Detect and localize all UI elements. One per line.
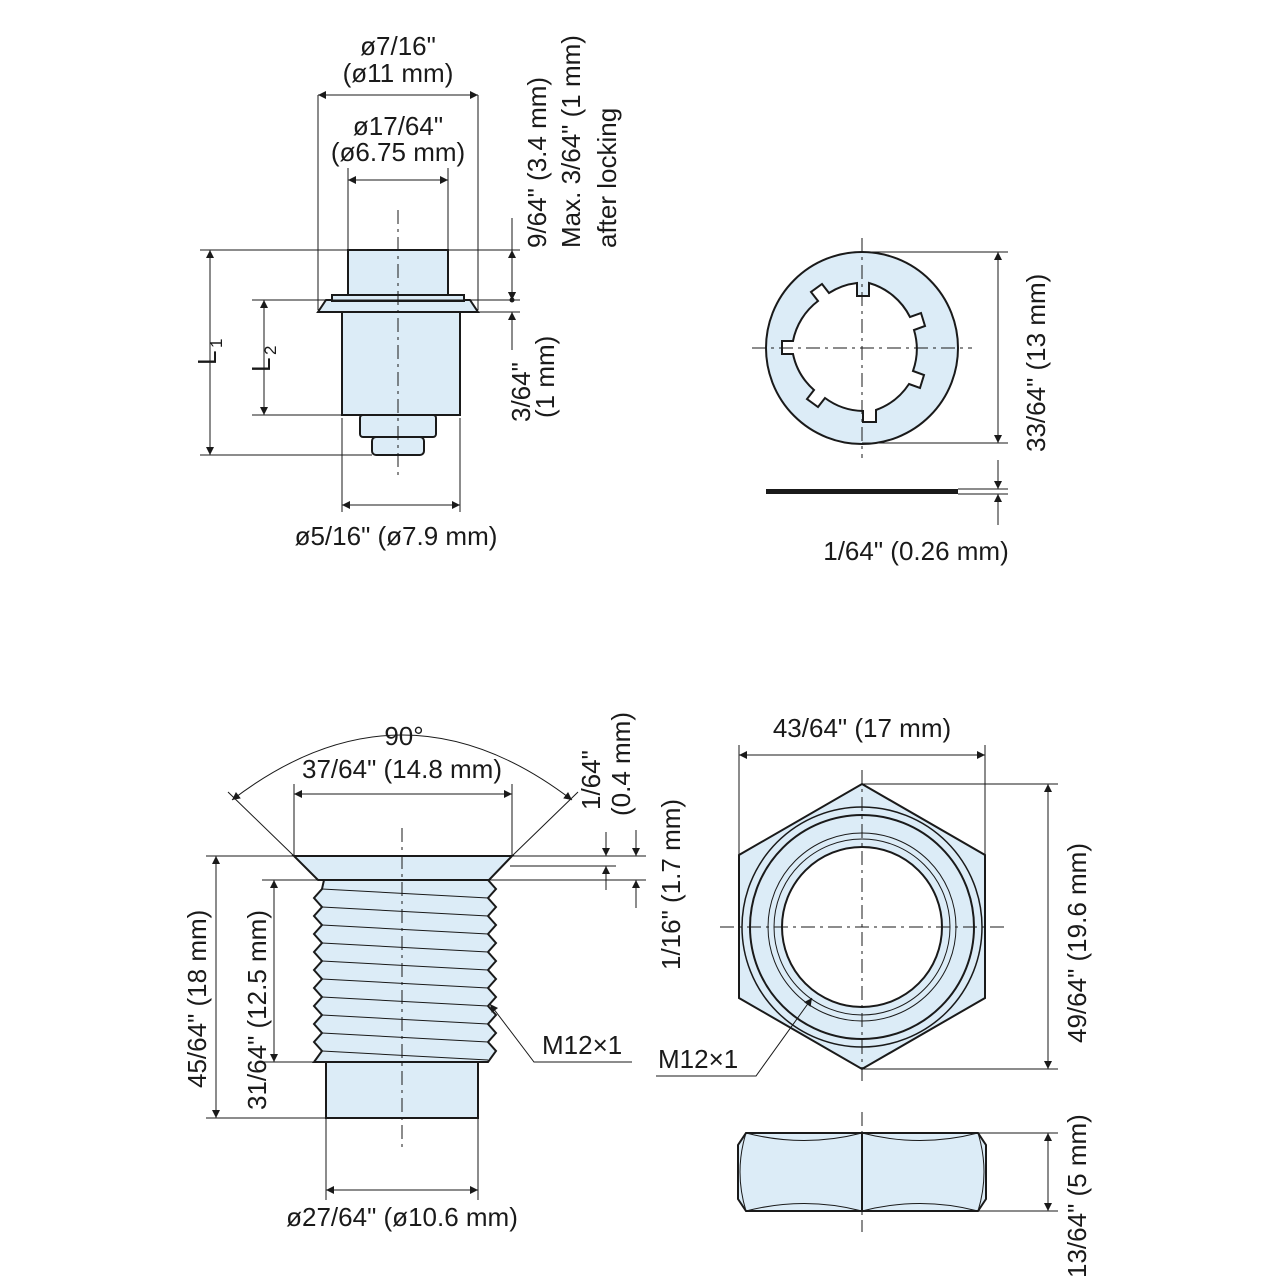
nut-thread-leader <box>656 997 813 1077</box>
dim-body-diameter: ø5/16" (ø7.9 mm) <box>295 521 498 551</box>
housing-side-view: 90° 37/64" (14.8 mm) 1/64" (0.4 mm) 1/16… <box>182 712 686 1232</box>
dim-arc-angle <box>231 734 573 801</box>
dim-head-inner-line2: (ø6.75 mm) <box>331 137 465 167</box>
dim-housing-lip-line2: (0.4 mm) <box>606 712 636 816</box>
dim-washer-diameter: 33/64" (13 mm) <box>1021 274 1051 452</box>
dim-flange-line2: (1 mm) <box>530 336 560 418</box>
dim-nut-height: 13/64" (5 mm) <box>1062 1114 1092 1278</box>
dim-housing-thread: 31/64" (12.5 mm) <box>242 910 272 1110</box>
dim-housing-head: 37/64" (14.8 mm) <box>302 754 502 784</box>
housing-head <box>291 855 515 881</box>
dim-head-outer-line1: ø7/16" <box>360 31 436 61</box>
dim-l1-letter: L <box>192 351 222 365</box>
hex-nut-view: 43/64" (17 mm) 49/64" (19.6 mm) M12×1 13… <box>656 713 1092 1278</box>
thread-leader <box>489 1003 632 1063</box>
dim-l1-sub: 1 <box>207 339 226 348</box>
dim-l2-sub: 2 <box>261 346 280 355</box>
thread-label-nut: M12×1 <box>658 1044 738 1074</box>
dim-washer-thickness: 1/64" (0.26 mm) <box>823 536 1009 566</box>
dim-angle: 90° <box>384 721 423 751</box>
dim-head-outer-line2: (ø11 mm) <box>343 58 454 88</box>
lock-washer-edge <box>766 489 958 494</box>
lock-washer-view: 33/64" (13 mm) 1/64" (0.26 mm) <box>752 238 1051 566</box>
dim-housing-total: 45/64" (18 mm) <box>182 910 212 1088</box>
thread-label-housing: M12×1 <box>542 1030 622 1060</box>
dim-stroke-note-line2: after locking <box>592 108 622 248</box>
dim-housing-body: ø27/64" (ø10.6 mm) <box>286 1202 518 1232</box>
dim-flange-line1: 3/64" <box>506 362 536 422</box>
pushbutton-side-view: ø7/16" (ø11 mm) ø17/64" (ø6.75 mm) ø5/16… <box>192 31 622 551</box>
pushbutton-body <box>341 311 461 416</box>
dim-stroke: 9/64" (3.4 mm) <box>522 77 552 248</box>
dim-nut-flats: 43/64" (17 mm) <box>773 713 951 743</box>
housing-thread <box>312 879 498 1063</box>
dim-nut-corners: 49/64" (19.6 mm) <box>1062 843 1092 1043</box>
dim-head-inner-line1: ø17/64" <box>353 111 443 141</box>
dim-l2-letter: L <box>246 358 276 372</box>
dim-housing-lip-line1: 1/64" <box>576 750 606 810</box>
dim-stroke-note-line1: Max. 3/64" (1 mm) <box>556 35 586 248</box>
dim-housing-head-height: 1/16" (1.7 mm) <box>656 799 686 970</box>
